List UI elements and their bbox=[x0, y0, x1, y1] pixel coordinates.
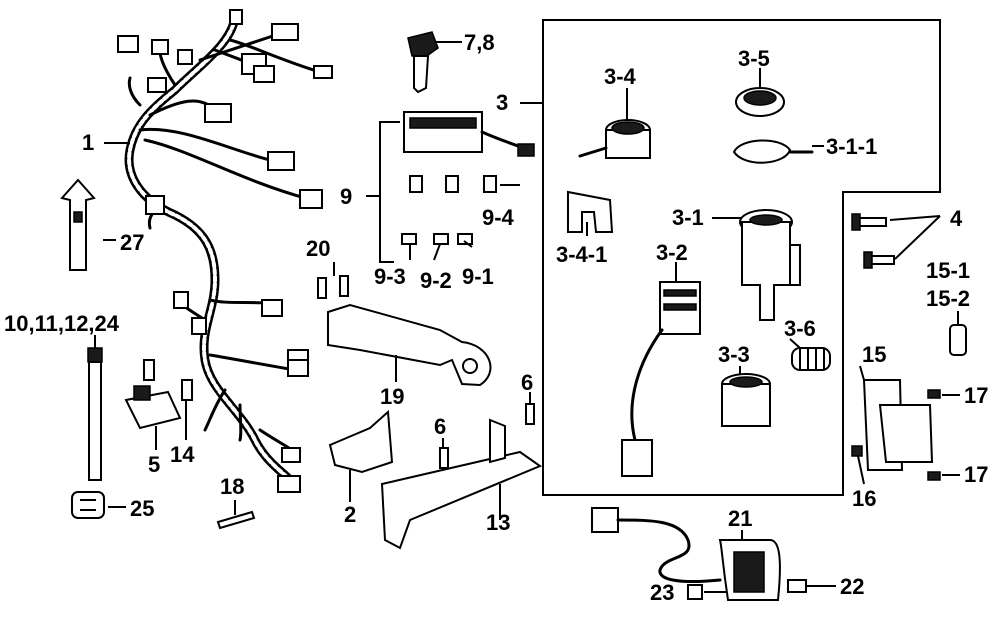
label-1: 1 bbox=[82, 130, 94, 155]
part-13-bracket bbox=[380, 418, 543, 550]
label-10-11-12-24: 10,11,12,24 bbox=[4, 311, 120, 336]
cable-tie bbox=[87, 347, 103, 481]
label-4: 4 bbox=[950, 206, 963, 231]
group-3-outline bbox=[542, 19, 941, 496]
label-15-2: 15-2 bbox=[926, 286, 970, 311]
part-21-harness bbox=[591, 507, 781, 601]
part-23-nut bbox=[687, 584, 703, 600]
label-3-3: 3-3 bbox=[718, 342, 750, 367]
part-19-plate bbox=[327, 303, 492, 387]
label-3-2: 3-2 bbox=[656, 240, 688, 265]
part-3-5-cap bbox=[735, 87, 785, 117]
fuse-box bbox=[401, 111, 535, 245]
label-9-1: 9-1 bbox=[462, 264, 494, 289]
label-22: 22 bbox=[840, 574, 864, 599]
part-labels: 1 7,8 3 3-4 3-5 3-1-1 3-1 4 9 9-4 3-4-1 … bbox=[4, 30, 988, 605]
part-3-3-lock bbox=[721, 373, 771, 427]
part-3-6-spring bbox=[791, 347, 831, 371]
label-3-4: 3-4 bbox=[604, 64, 637, 89]
part-22-screw bbox=[787, 579, 807, 593]
label-20: 20 bbox=[306, 236, 330, 261]
label-18: 18 bbox=[220, 474, 244, 499]
label-17b: 17 bbox=[964, 462, 988, 487]
label-6b: 6 bbox=[521, 370, 533, 395]
part-3-4-lock bbox=[578, 119, 651, 159]
label-3-4-1: 3-4-1 bbox=[556, 242, 607, 267]
label-15: 15 bbox=[862, 342, 886, 367]
label-3-1: 3-1 bbox=[672, 205, 704, 230]
label-16: 16 bbox=[852, 486, 876, 511]
label-19: 19 bbox=[380, 384, 404, 409]
part-3-4-1-clip bbox=[567, 190, 614, 233]
label-14: 14 bbox=[170, 442, 195, 467]
label-21: 21 bbox=[728, 506, 752, 531]
part-3-1-1-plate bbox=[732, 139, 814, 164]
label-3-1-1: 3-1-1 bbox=[826, 134, 877, 159]
part-2-bracket bbox=[328, 409, 394, 474]
wire-harness bbox=[117, 9, 333, 493]
part-3-1-cylinder bbox=[739, 209, 801, 321]
label-13: 13 bbox=[486, 510, 510, 535]
label-6a: 6 bbox=[434, 414, 446, 439]
label-25: 25 bbox=[130, 496, 154, 521]
part-25-grommet bbox=[71, 491, 105, 519]
part-4-bolts bbox=[851, 213, 895, 269]
part-3-2-harness bbox=[621, 281, 701, 477]
label-2: 2 bbox=[344, 502, 356, 527]
label-15-1: 15-1 bbox=[926, 258, 970, 283]
label-9-2: 9-2 bbox=[420, 268, 452, 293]
label-17a: 17 bbox=[964, 383, 988, 408]
label-9: 9 bbox=[340, 184, 352, 209]
part-5-bracket bbox=[124, 385, 182, 430]
part-27-clip bbox=[60, 178, 96, 271]
label-23: 23 bbox=[650, 580, 674, 605]
label-9-4: 9-4 bbox=[482, 205, 515, 230]
label-5: 5 bbox=[148, 452, 160, 477]
label-7-8: 7,8 bbox=[464, 30, 495, 55]
part-15-bracket bbox=[851, 379, 941, 481]
label-3-6: 3-6 bbox=[784, 316, 816, 341]
part-20-screws bbox=[317, 275, 349, 299]
label-9-3: 9-3 bbox=[374, 264, 406, 289]
part-18-pin bbox=[216, 510, 256, 530]
label-3-5: 3-5 bbox=[738, 46, 770, 71]
part-15-grommet bbox=[949, 324, 967, 356]
key-part bbox=[407, 31, 439, 94]
label-27: 27 bbox=[120, 230, 144, 255]
leader-lines bbox=[94, 41, 960, 593]
label-3: 3 bbox=[496, 90, 508, 115]
